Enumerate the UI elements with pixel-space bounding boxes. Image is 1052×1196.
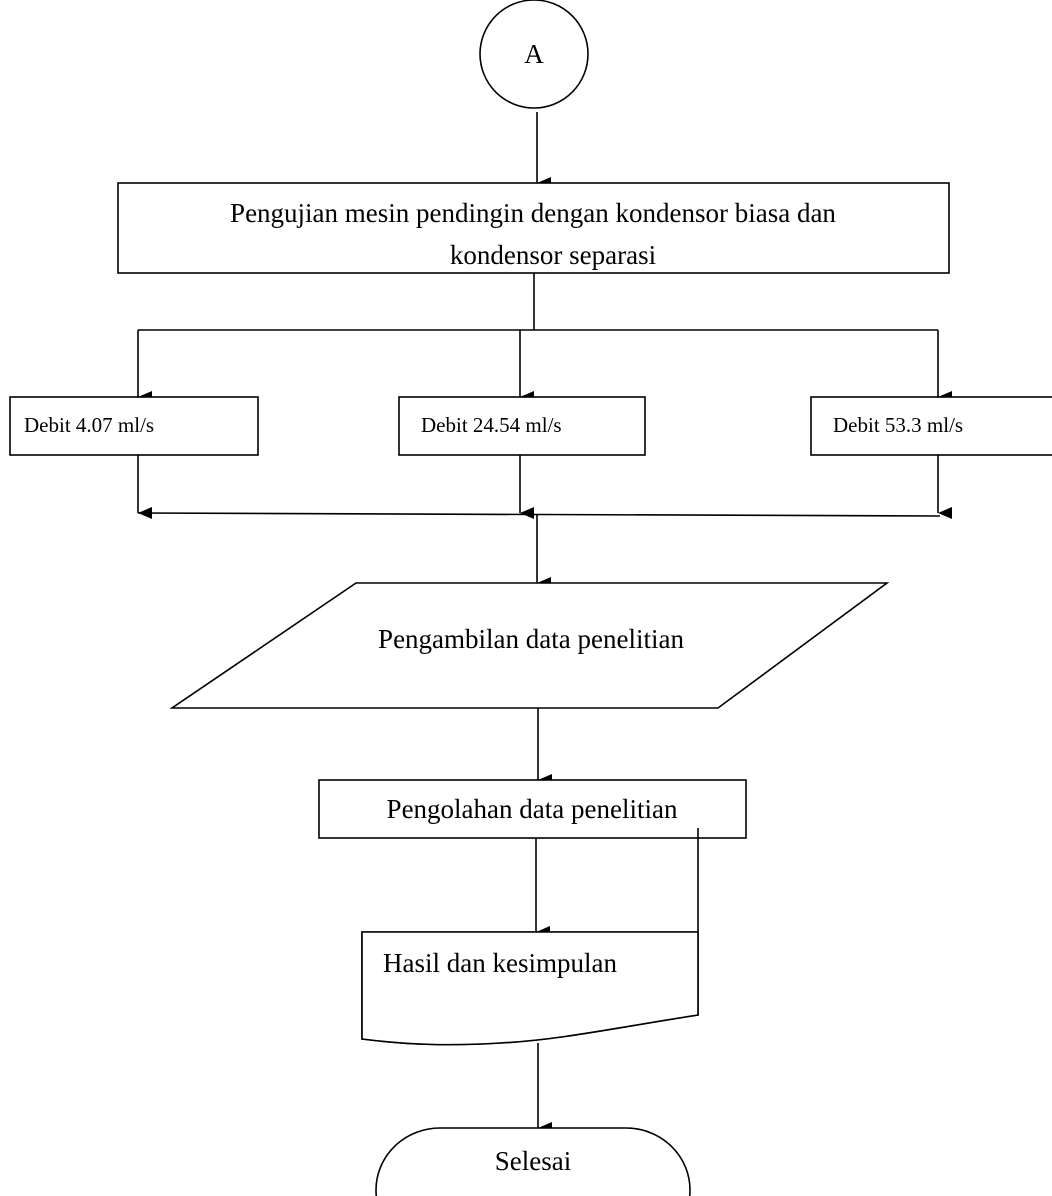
debit-box-2: Debit 24.54 ml/s [398, 396, 646, 456]
process-test-box: Pengujian mesin pendingin dengan kondens… [117, 182, 950, 274]
end-label: Selesai [495, 1146, 571, 1176]
debit-label-3: Debit 53.3 ml/s [833, 413, 963, 437]
data-processing-label: Pengolahan data penelitian [387, 794, 678, 824]
debit-box-3: Debit 53.3 ml/s [810, 396, 1052, 456]
connector-a-label: A [524, 39, 544, 69]
process-test-line2: kondensor separasi [450, 240, 656, 270]
result-document: Hasil dan kesimpulan [361, 828, 699, 1046]
debit-box-1: Debit 4.07 ml/s [9, 396, 259, 456]
process-test-line1: Pengujian mesin pendingin dengan kondens… [230, 198, 836, 228]
debit-label-1: Debit 4.07 ml/s [24, 413, 154, 437]
debit-label-2: Debit 24.54 ml/s [421, 413, 562, 437]
data-processing-box: Pengolahan data penelitian [318, 779, 747, 839]
merge-bar [137, 512, 941, 517]
result-label: Hasil dan kesimpulan [383, 948, 617, 978]
data-collection-parallelogram: Pengambilan data penelitian [169, 582, 890, 709]
connector-a: A [479, 0, 589, 109]
data-collection-label: Pengambilan data penelitian [378, 624, 684, 654]
end-terminator: Selesai [375, 1127, 691, 1196]
